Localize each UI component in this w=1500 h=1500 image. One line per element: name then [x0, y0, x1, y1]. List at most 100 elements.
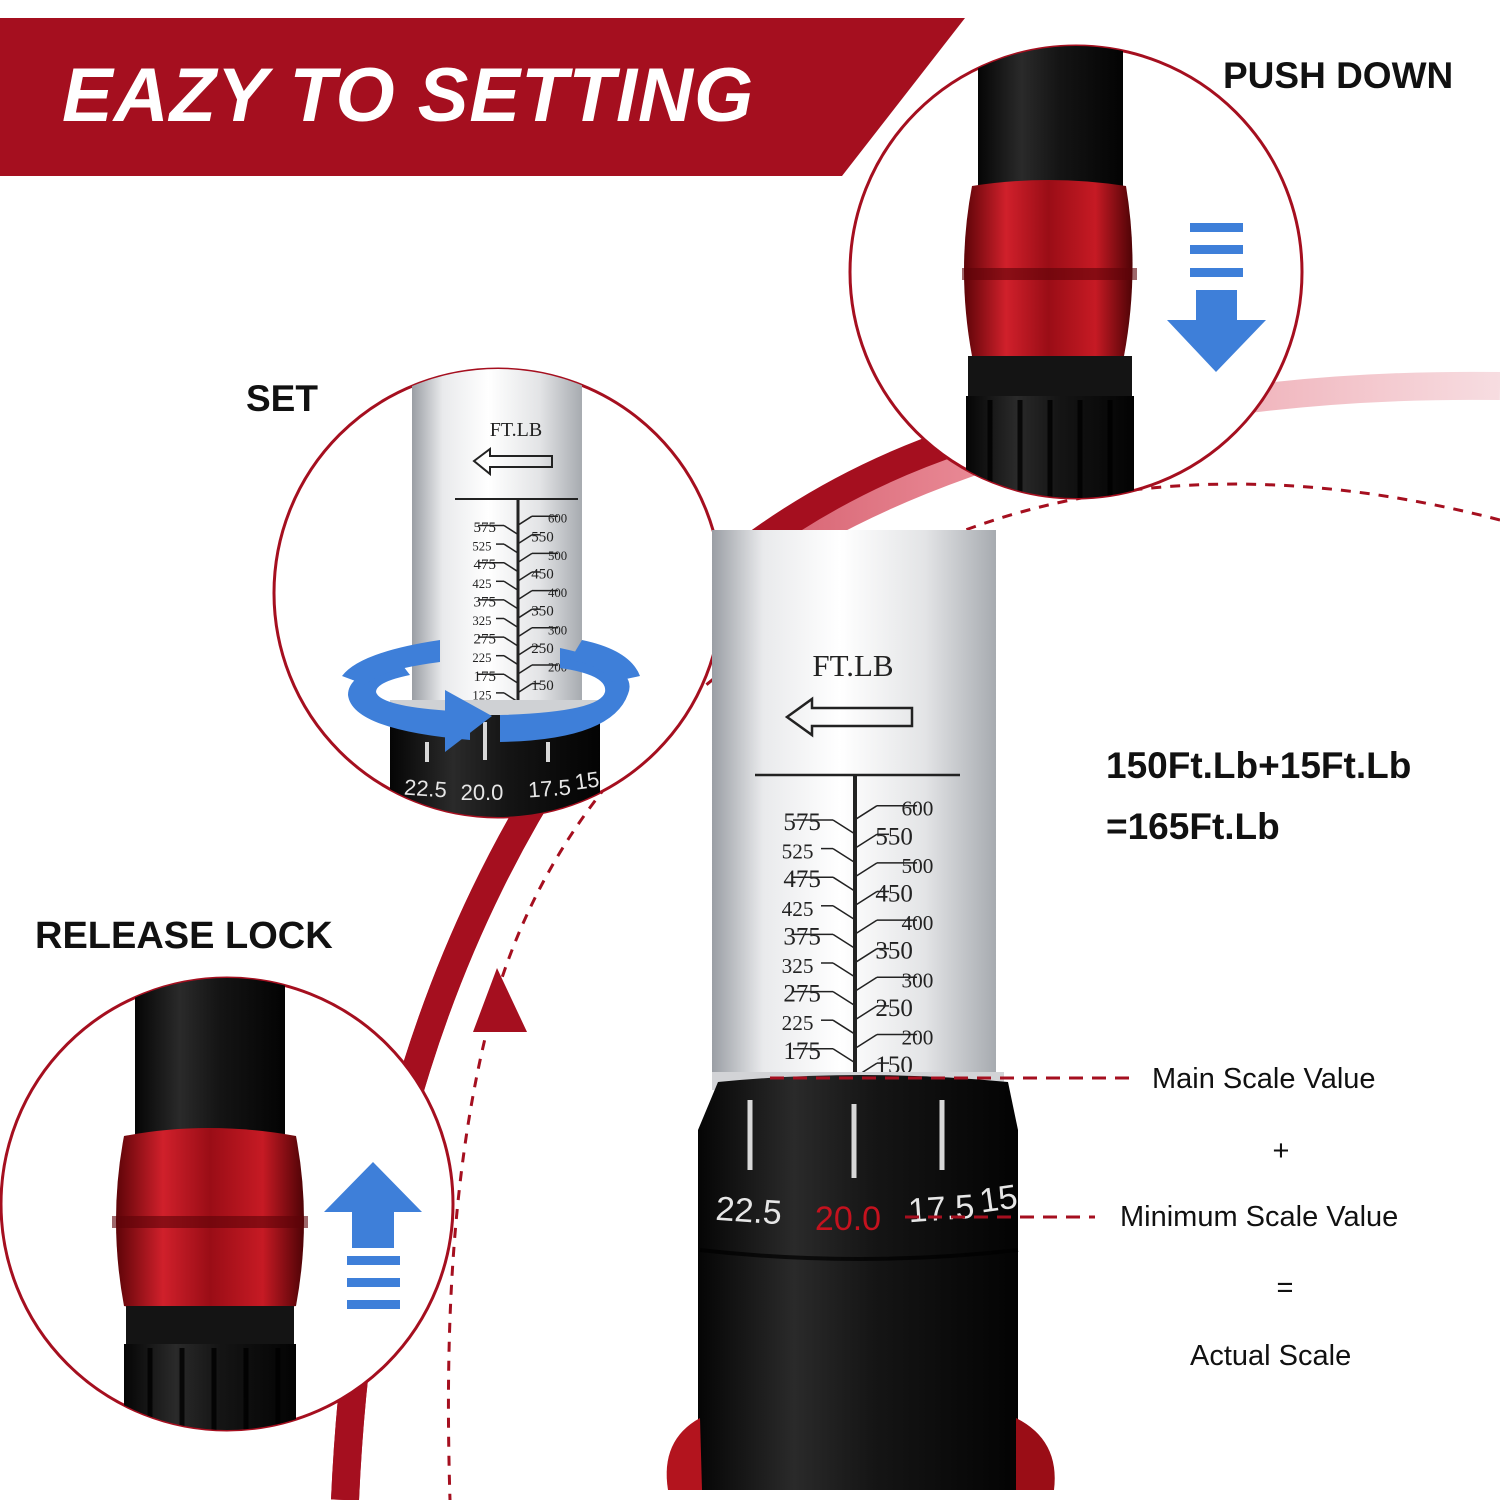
scale-right-label: 550 [531, 529, 554, 545]
scale-right-label: 300 [902, 968, 934, 992]
scale-right-label: 250 [531, 641, 554, 657]
scale-tick [517, 608, 533, 619]
scale-right-label: 150 [531, 678, 554, 694]
scale-right-label: 350 [875, 938, 913, 965]
scale-left-label: 175 [474, 669, 497, 685]
scale-left-label: 325 [472, 614, 491, 628]
scale-right-label: 250 [875, 995, 913, 1022]
scale-tick [517, 682, 533, 694]
legend-main-scale: Main Scale Value [1152, 1063, 1376, 1095]
scale-left-label: 425 [472, 577, 491, 591]
up-arrow-icon [324, 1162, 422, 1309]
scale-tick [854, 976, 878, 992]
scale-tick [503, 543, 519, 554]
scale-left-label: 275 [783, 981, 821, 1008]
scale-tick [832, 819, 856, 835]
scale-tick [503, 636, 519, 647]
dial-value: 22.5 [403, 775, 447, 803]
legend-actual-scale: Actual Scale [1190, 1340, 1352, 1372]
scale-tick [503, 617, 519, 629]
legend-minimum-scale: Minimum Scale Value [1120, 1201, 1399, 1233]
dial-value: 15 [573, 766, 601, 794]
scale-right-label: 300 [548, 623, 567, 637]
set-scale-unit: FT.LB [490, 419, 542, 441]
legend-equals: = [1276, 1272, 1294, 1304]
scale-left-label: 225 [782, 1011, 814, 1035]
formula-sum-line: 150Ft.Lb+15Ft.Lb [1106, 745, 1412, 786]
dashed-arc-arrow-left [473, 968, 527, 1032]
scale-tick [854, 833, 878, 849]
scale-tick [503, 655, 519, 666]
scale-tick [832, 1048, 856, 1064]
scale-left-label: 575 [783, 809, 821, 836]
scale-left-label: 425 [782, 897, 814, 921]
scale-left-label: 475 [474, 557, 497, 573]
main-wrench: FT.LB 5755254754253753252752251751256005… [666, 530, 1055, 1490]
scale-tick [832, 876, 856, 892]
scale-tick [854, 948, 878, 964]
dial-value: 17.5 [907, 1188, 976, 1231]
scale-tick [854, 862, 878, 878]
scale-left-label: 125 [472, 688, 491, 702]
scale-right-label: 450 [875, 881, 913, 908]
dial-value: 22.5 [714, 1190, 783, 1233]
scale-tick [854, 805, 878, 821]
scale-tick [503, 580, 519, 591]
scale-tick [517, 515, 533, 526]
legend-plus: + [1272, 1135, 1290, 1167]
scale-left-label: 225 [472, 651, 491, 665]
scale-right-label: 450 [531, 567, 554, 583]
scale-right-label: 600 [548, 512, 567, 526]
dial-value: 15 [977, 1178, 1020, 1221]
scale-left-label: 375 [783, 923, 821, 950]
rotate-arrow-icon [342, 640, 640, 752]
scale-right-label: 400 [548, 586, 567, 600]
scale-tick [854, 1005, 878, 1021]
main-scale-unit: FT.LB [812, 648, 893, 683]
scale-right-label: 500 [548, 549, 567, 563]
dial-value: 20.0 [461, 780, 504, 805]
scale-left-label: 525 [472, 540, 491, 554]
release-lock-circle [0, 976, 455, 1432]
scale-tick [854, 890, 878, 907]
scale-tick [517, 627, 533, 638]
scale-tick [832, 990, 856, 1007]
scale-tick [832, 905, 856, 921]
scale-tick [503, 562, 519, 573]
scale-tick [854, 1033, 878, 1050]
scale-right-label: 500 [902, 854, 934, 878]
scale-left-label: 375 [474, 594, 497, 610]
scale-right-label: 600 [902, 797, 934, 821]
scale-tick [832, 962, 856, 978]
scale-tick [503, 599, 519, 610]
scale-left-label: 575 [474, 520, 497, 536]
scale-tick [832, 847, 856, 864]
scale-tick [517, 571, 533, 582]
set-scale-marks: 575 525 475 425 375 325 275 225 175 125 600 550 500 4… [472, 512, 567, 703]
dial-value: 17.5 [527, 775, 571, 803]
banner-background [0, 18, 965, 176]
scale-tick [517, 534, 533, 545]
set-circle: FT.LB 5755254754253753252752251751256005… [272, 367, 724, 819]
scale-tick [832, 933, 856, 950]
banner-title: EAZY TO SETTING [62, 53, 755, 138]
scale-left-label: 175 [783, 1038, 821, 1065]
scale-right-label: 350 [531, 604, 554, 620]
scale-left-label: 475 [783, 866, 821, 893]
scale-left-label: 275 [474, 632, 497, 648]
scale-tick [503, 673, 519, 684]
step-set-label: SET [246, 378, 318, 419]
dial-value: 20.0 [815, 1200, 881, 1238]
formula-result-line: =165Ft.Lb [1106, 806, 1280, 847]
scale-tick [832, 1019, 856, 1035]
down-arrow-icon [1167, 223, 1266, 372]
scale-tick [517, 645, 533, 657]
scale-right-label: 200 [902, 1026, 934, 1050]
step-release-lock-label: RELEASE LOCK [35, 915, 333, 957]
push-down-circle [848, 44, 1304, 500]
scale-left-label: 325 [782, 954, 814, 978]
scale-tick [503, 524, 519, 536]
